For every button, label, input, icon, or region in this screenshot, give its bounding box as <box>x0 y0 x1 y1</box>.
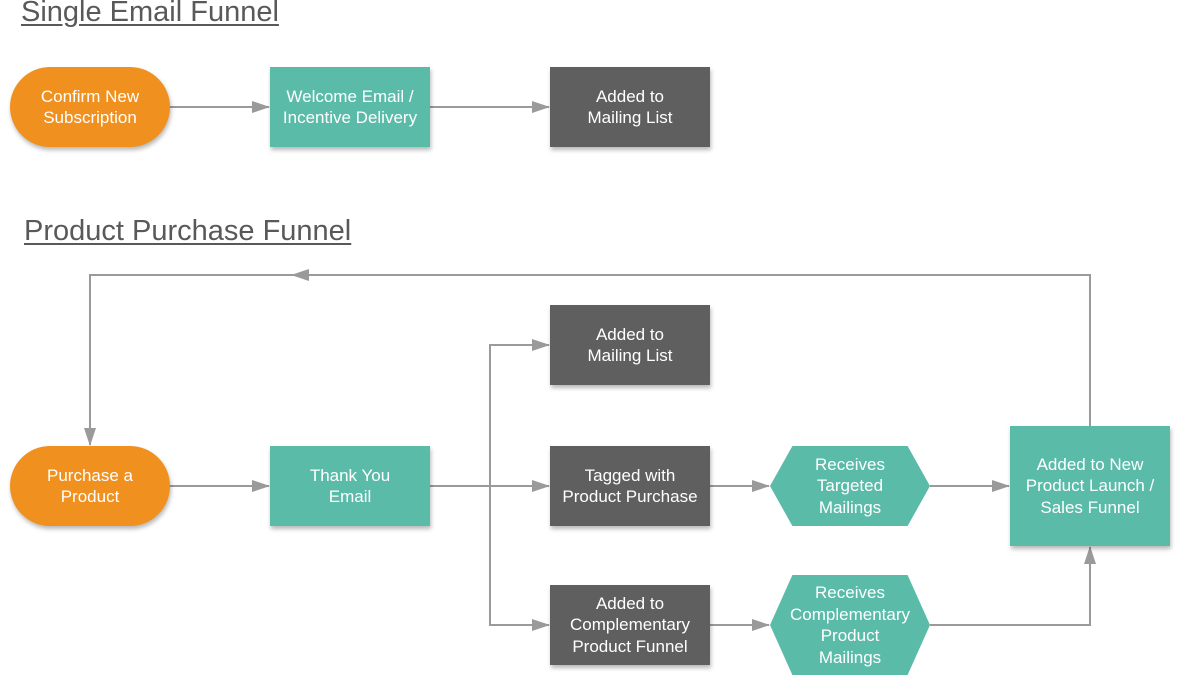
single-email-funnel-title: Single Email Funnel <box>21 0 279 28</box>
arrow-branch-to-mailing-list <box>489 339 550 486</box>
added-to-mailing-list-node: Added to Mailing List <box>550 67 710 147</box>
loop-line-new-launch-to-top <box>84 274 1091 446</box>
arrow-mailings-to-new-launch <box>930 546 1096 626</box>
added-to-mailing-list-node-2: Added to Mailing List <box>550 305 710 385</box>
thank-you-email-node: Thank You Email <box>270 446 430 526</box>
tagged-with-purchase-node: Tagged with Product Purchase <box>550 446 710 526</box>
welcome-email-node: Welcome Email / Incentive Delivery <box>270 67 430 147</box>
arrow-branch-to-complementary <box>489 486 550 631</box>
added-to-complementary-funnel-node: Added to Complementary Product Funnel <box>550 585 710 665</box>
product-purchase-funnel-title: Product Purchase Funnel <box>24 215 352 247</box>
added-to-new-launch-node: Added to New Product Launch / Sales Funn… <box>1010 426 1170 546</box>
receives-targeted-mailings-node: Receives Targeted Mailings <box>770 446 930 526</box>
purchase-product-node: Purchase a Product <box>10 446 170 526</box>
receives-complementary-mailings-node: Receives Complementary Product Mailings <box>770 575 930 675</box>
confirm-subscription-node: Confirm New Subscription <box>10 67 170 147</box>
